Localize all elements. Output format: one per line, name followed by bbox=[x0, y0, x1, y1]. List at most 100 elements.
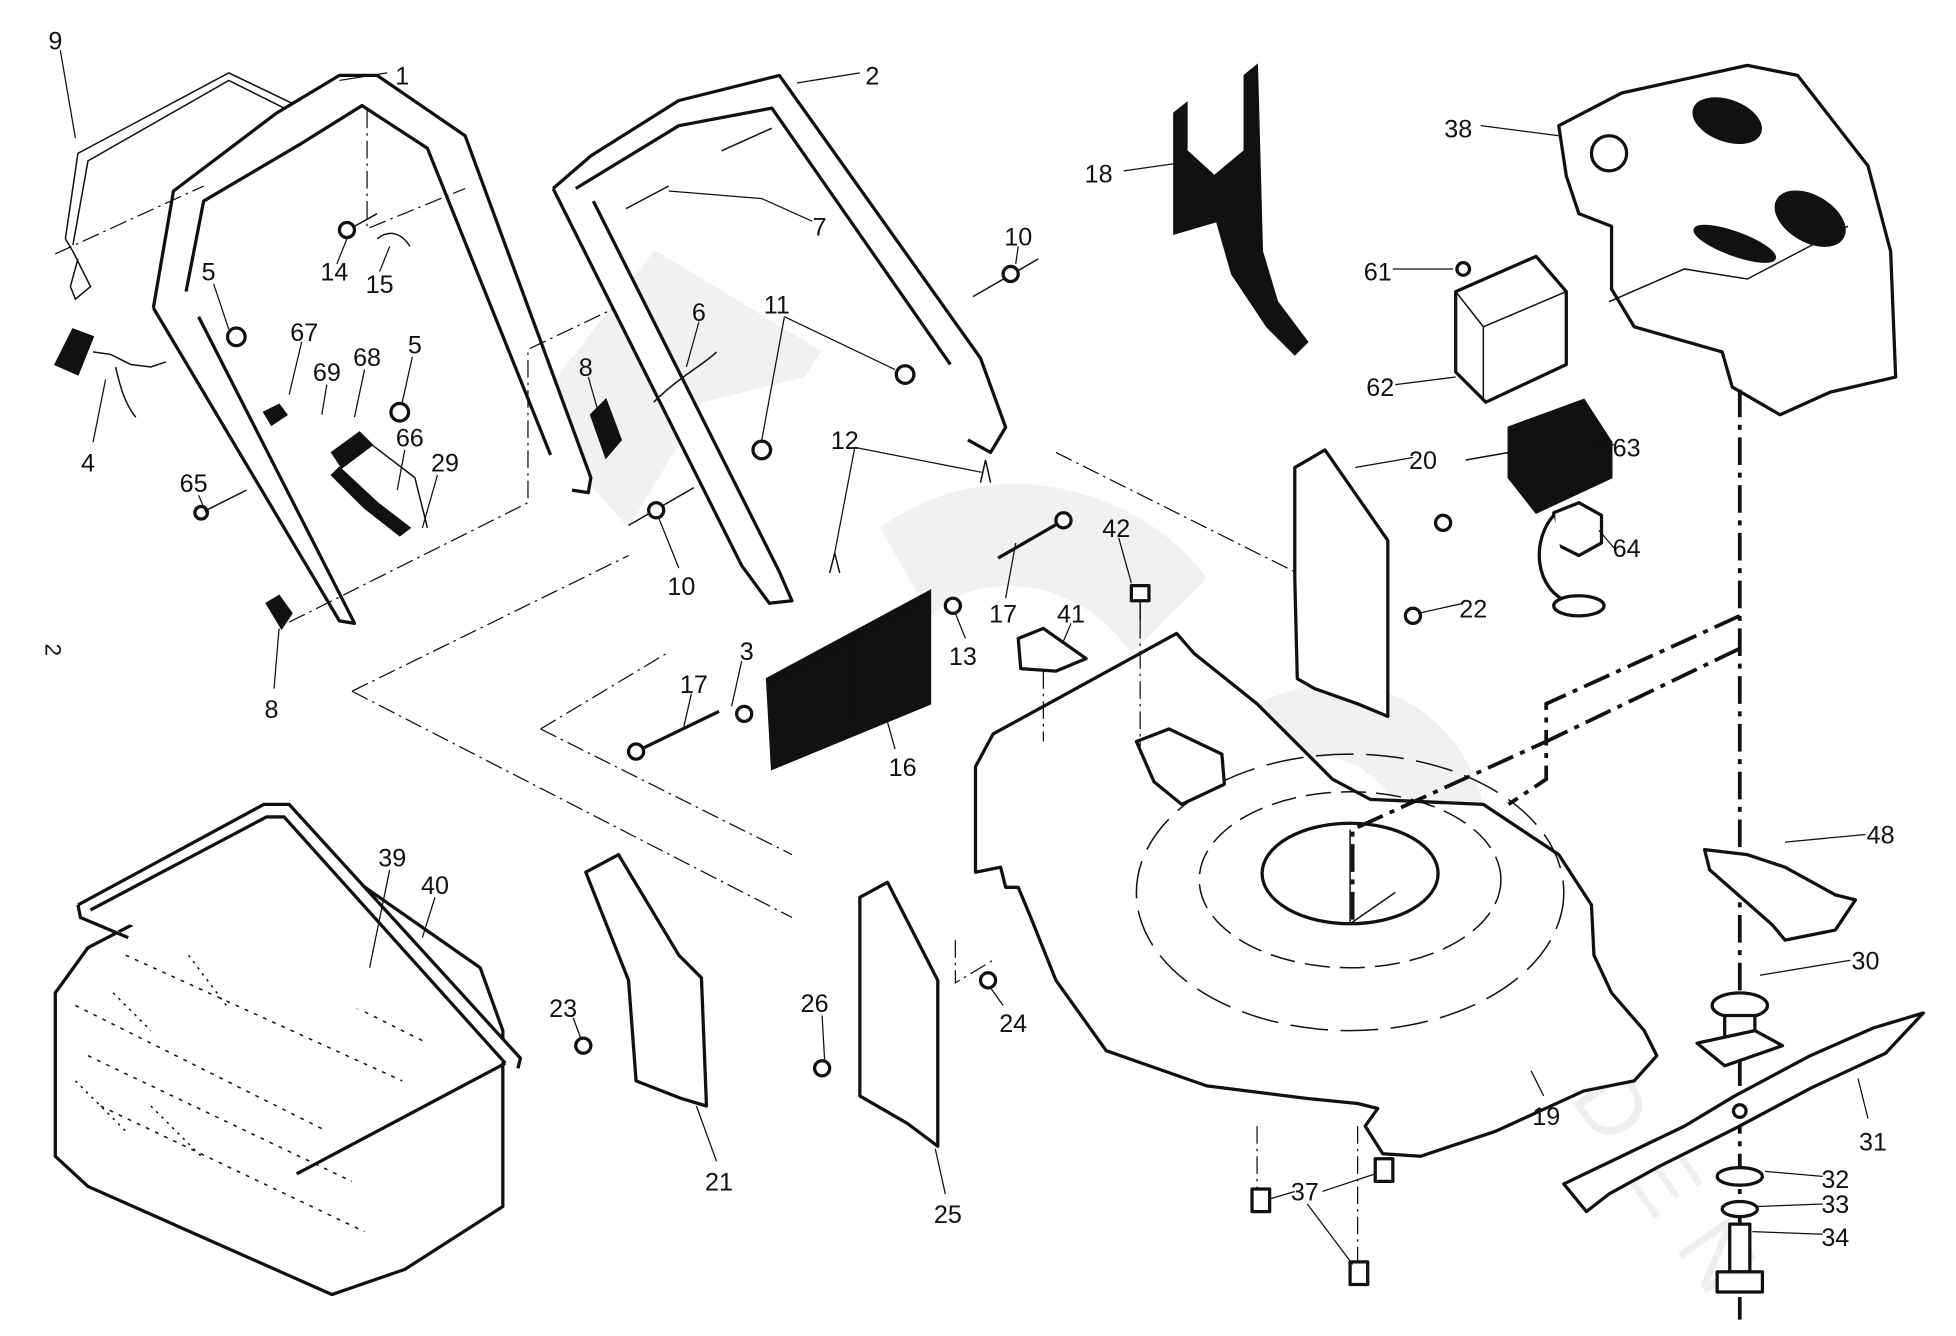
callout-label: 12 bbox=[831, 427, 859, 455]
leader-line bbox=[1417, 602, 1464, 614]
leader-line bbox=[1269, 1190, 1295, 1200]
leader-line bbox=[854, 446, 984, 474]
callout-label: 18 bbox=[1085, 161, 1113, 189]
rear-door-16 bbox=[765, 589, 932, 771]
callout-switch-knob: 67 bbox=[288, 319, 318, 395]
cable-tie-6 bbox=[653, 351, 718, 403]
leader-line bbox=[379, 246, 391, 272]
handle-bolts-7 bbox=[625, 127, 773, 210]
bolt-23 bbox=[574, 1036, 593, 1055]
callout-label: 20 bbox=[1409, 447, 1437, 475]
leader-line bbox=[784, 316, 896, 371]
callout-label: 42 bbox=[1102, 515, 1130, 543]
leader-line bbox=[353, 369, 366, 418]
callout-rear-door: 16 bbox=[881, 703, 917, 782]
leader-line bbox=[1857, 1078, 1869, 1119]
height-adjuster-20 bbox=[1293, 448, 1390, 719]
callout-switch-housing: 68 bbox=[353, 344, 381, 418]
leader-line bbox=[1598, 529, 1615, 549]
callout-label: 37 bbox=[1291, 1179, 1319, 1207]
callout-upper-handle: 1 bbox=[339, 63, 409, 91]
callout-label: 23 bbox=[549, 995, 577, 1023]
callout-label: 7 bbox=[813, 213, 827, 241]
callout-engine: 38 bbox=[1444, 115, 1559, 143]
callout-hinge-rod: 17 bbox=[989, 542, 1017, 628]
callout-bolt: 23 bbox=[549, 995, 582, 1039]
leader-line bbox=[796, 72, 860, 84]
callout-lower-handle: 2 bbox=[796, 63, 879, 91]
callout-label: 66 bbox=[396, 425, 424, 453]
cable-guide-15 bbox=[376, 232, 411, 247]
deck-19 bbox=[973, 631, 1659, 1158]
nut-5a bbox=[225, 326, 247, 348]
callout-nut: 5 bbox=[401, 332, 422, 403]
callout-label: 4 bbox=[81, 450, 95, 478]
callout-height-adjuster-left: 21 bbox=[695, 1105, 733, 1197]
callout-washer: 32 bbox=[1764, 1166, 1849, 1194]
callout-label: 8 bbox=[579, 354, 593, 382]
callout-decal: 41 bbox=[1057, 600, 1085, 642]
callout-label: 11 bbox=[764, 291, 790, 319]
callout-label: 41 bbox=[1057, 600, 1085, 628]
callout-charger: 64 bbox=[1598, 529, 1641, 563]
callout-bolt: 42 bbox=[1102, 515, 1132, 584]
callout-handle-knob: 8 bbox=[579, 354, 599, 413]
callout-screw: 61 bbox=[1364, 259, 1454, 287]
callout-starter-brush: 48 bbox=[1784, 822, 1895, 850]
control-knob-cable bbox=[54, 328, 167, 418]
callout-battery-cover: 62 bbox=[1366, 374, 1456, 402]
callout-blade: 31 bbox=[1857, 1078, 1887, 1156]
callout-hairpin-clips: 12 bbox=[831, 427, 984, 554]
callout-shoulder-bolt: 10 bbox=[1004, 223, 1032, 265]
callout-label: 63 bbox=[1613, 435, 1641, 463]
starter-brush-48 bbox=[1702, 847, 1858, 942]
leader-line bbox=[336, 238, 348, 265]
callout-label: 29 bbox=[431, 450, 459, 478]
leader-line bbox=[695, 1105, 718, 1162]
leader-line bbox=[1005, 542, 1017, 599]
leader-line bbox=[1118, 537, 1132, 584]
callout-label: 17 bbox=[680, 671, 708, 699]
callout-spring-left: 3 bbox=[731, 638, 754, 707]
leader-line bbox=[731, 660, 743, 707]
callout-shoulder-bolt: 10 bbox=[658, 517, 695, 601]
callout-washer: 69 bbox=[313, 359, 341, 415]
nut-11a bbox=[894, 364, 916, 385]
lock-washer-33 bbox=[1720, 1199, 1760, 1219]
leader-line bbox=[321, 384, 328, 415]
callout-label: 3 bbox=[740, 638, 754, 666]
callout-label: 2 bbox=[865, 63, 879, 91]
callout-label: 13 bbox=[949, 643, 977, 671]
callout-label: 8 bbox=[265, 696, 279, 724]
callout-cable-conduit: 66 bbox=[396, 425, 424, 491]
callout-label: 24 bbox=[999, 1010, 1027, 1038]
callout-cable-guide: 15 bbox=[366, 246, 394, 299]
shoulder-bolt-10a bbox=[972, 258, 1039, 298]
nut-24 bbox=[978, 971, 998, 990]
leader-line bbox=[1306, 1203, 1354, 1265]
callout-handle-bolts: 7 bbox=[668, 190, 827, 241]
wheel-guard-25 bbox=[858, 880, 940, 1148]
shoulder-bolt-10b bbox=[628, 486, 695, 527]
callout-bolts: 22 bbox=[1417, 595, 1487, 623]
callout-wheel-guard: 25 bbox=[934, 1148, 962, 1229]
leader-line bbox=[1764, 1170, 1823, 1178]
callout-label: 33 bbox=[1821, 1191, 1849, 1219]
leader-line bbox=[683, 693, 693, 727]
callout-screw: 14 bbox=[320, 238, 348, 287]
leader-line bbox=[1015, 246, 1019, 265]
callout-label: 32 bbox=[1821, 1166, 1849, 1194]
battery-cover-62 bbox=[1454, 254, 1568, 404]
spring-13 bbox=[943, 596, 963, 615]
leader-line bbox=[1530, 1070, 1545, 1097]
callout-label: 16 bbox=[889, 754, 917, 782]
leader-line bbox=[421, 474, 439, 529]
bolt-26 bbox=[812, 1059, 832, 1078]
leader-line bbox=[934, 1148, 946, 1195]
blade-bolt-34 bbox=[1715, 1222, 1765, 1294]
callout-control-bail: 9 bbox=[48, 27, 77, 139]
leader-line bbox=[1752, 1231, 1823, 1235]
nut-5b bbox=[389, 401, 411, 423]
bolt-65 bbox=[193, 489, 247, 521]
